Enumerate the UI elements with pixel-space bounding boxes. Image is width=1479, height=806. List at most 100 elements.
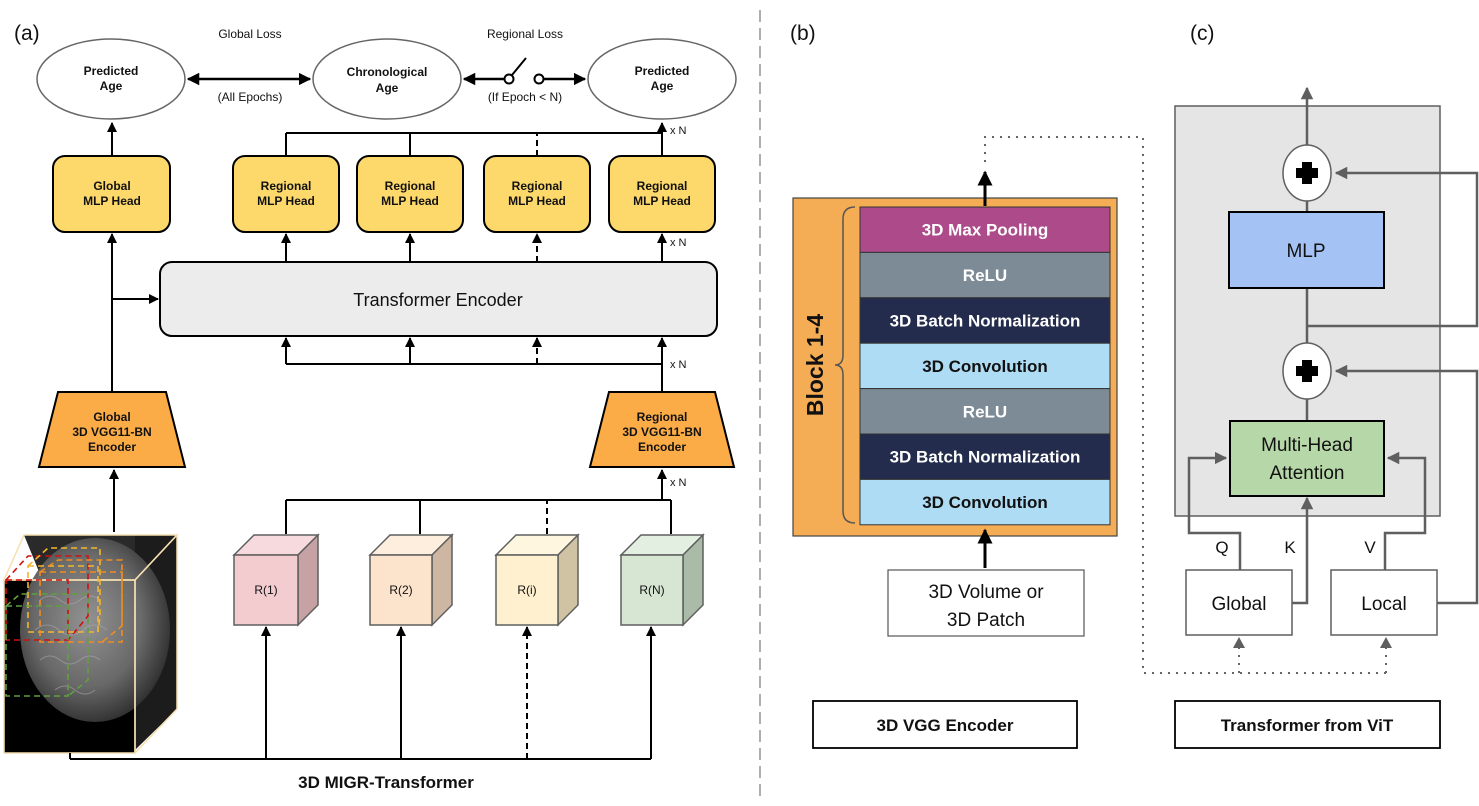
input-line: 3D Volume or [928,582,1044,603]
encoder-line: Encoder [88,440,136,454]
regions-to-encoder [285,469,672,534]
head-line: MLP Head [257,194,315,208]
head-line: MLP Head [381,194,439,208]
vgg-layer [859,478,1111,526]
region-cube: R(i) [494,533,580,627]
regional-loss-title: Regional Loss [487,27,563,41]
add-node [1282,144,1332,202]
head-line: MLP Head [508,194,566,208]
head-line: Global [93,179,130,193]
vgg-layer [859,297,1111,344]
chronological-age-node: Chronological Age [312,38,462,120]
local-input-label: Local [1361,594,1406,615]
repeat-marker: x N [670,477,687,489]
vgg-input-box: 3D Volume or 3D Patch [887,569,1085,637]
panel-b-label: (b) [790,22,816,45]
regional-mlp-head: Regional MLP Head [356,155,464,233]
global-vgg-encoder: Global 3D VGG11-BN Encoder [37,391,187,468]
head-line: MLP Head [83,194,141,208]
regional-mlp-head: Regional MLP Head [608,155,716,233]
predicted-age-global-node: Predicted Age [36,38,186,120]
vgg-layer-label: ReLU [963,266,1007,285]
panel-c-label: (c) [1190,22,1215,45]
volume-to-regions [69,626,656,760]
transformer-encoder-label: Transformer Encoder [353,290,522,310]
mlp-label: MLP [1286,241,1325,262]
vgg-layer-label: 3D Batch Normalization [890,312,1081,331]
multi-head-attention-block: Multi-Head Attention [1229,420,1385,497]
block-brace [834,206,856,524]
panel-a-label: (a) [14,22,40,45]
node-line: Predicted [635,64,690,78]
global-path [107,233,159,532]
key-label: K [1284,538,1296,557]
region-cube: R(1) [232,533,320,627]
regional-mlp-head: Regional MLP Head [483,155,591,233]
region-label: R(i) [517,583,536,597]
vgg-layer [859,251,1111,299]
region-label: R(N) [639,583,664,597]
dotted-input-arrows [1238,648,1387,673]
mlp-block: MLP [1228,211,1385,289]
plus-icon [1296,360,1318,382]
vit-flow-lines [1187,86,1479,605]
transformer-encoder: Transformer Encoder [159,261,718,337]
panel-c-caption-box: Transformer from ViT [1174,700,1441,749]
vgg-layer-label: 3D Max Pooling [922,221,1049,240]
node-line: Age [651,79,674,93]
vgg-layer [859,388,1111,435]
region-cube: R(N) [619,533,705,627]
encoder-line: Global [93,410,130,424]
plus-icon [1296,162,1318,184]
panel-c-caption: Transformer from ViT [1221,716,1394,735]
panel-b-caption: 3D VGG Encoder [877,716,1014,735]
encoder-line: Encoder [638,440,686,454]
region-label: R(1) [254,583,277,597]
head-line: MLP Head [633,194,691,208]
repeat-marker: x N [670,359,687,371]
vgg-layer [859,206,1111,253]
query-label: Q [1215,538,1228,557]
global-input-box: Global [1185,569,1293,636]
regional-mlp-head: Regional MLP Head [232,155,340,233]
block-label: Block 1-4 [802,314,828,416]
regional-loss-note: (If Epoch < N) [488,90,562,104]
cube-front [620,554,684,626]
cube-front [495,554,559,626]
arrowhead-icon [1380,637,1392,648]
head-connectors [107,122,667,156]
predicted-age-regional-node: Predicted Age [587,38,737,120]
global-loss-note: (All Epochs) [218,90,283,104]
regional-to-transformer [281,337,667,392]
add-node [1282,342,1332,400]
region-cube: R(2) [368,533,454,627]
encoder-line: Regional [637,410,688,424]
vgg-layer-label: 3D Batch Normalization [890,448,1081,467]
vgg-layer-label: 3D Convolution [922,493,1048,512]
encoder-line: 3D VGG11-BN [72,425,151,439]
panel-a-caption: 3D MIGR-Transformer [298,773,474,792]
cube-front [369,554,433,626]
feature-dotted-link [984,136,1386,674]
head-line: Regional [512,179,563,193]
repeat-marker: x N [670,237,687,249]
attention-line: Attention [1270,463,1345,484]
global-mlp-head: Global MLP Head [52,155,171,233]
vgg-layer [859,433,1111,480]
encoder-line: 3D VGG11-BN [622,425,701,439]
panel-a: (a) Global Loss (All Epochs) Regional Lo… [2,22,737,792]
global-loss-title: Global Loss [218,27,281,41]
repeat-marker: x N [670,125,687,137]
global-input-label: Global [1212,594,1267,615]
transformer-output-arrows [281,233,667,262]
cube-front [233,554,299,626]
region-label: R(2) [389,583,412,597]
panel-c: (c) MLP [1174,22,1479,749]
value-label: V [1364,538,1376,557]
node-line: Predicted [84,64,139,78]
vgg-layer-label: 3D Convolution [922,357,1048,376]
vgg-layer-label: ReLU [963,402,1007,421]
arrowhead-icon [1233,637,1245,648]
